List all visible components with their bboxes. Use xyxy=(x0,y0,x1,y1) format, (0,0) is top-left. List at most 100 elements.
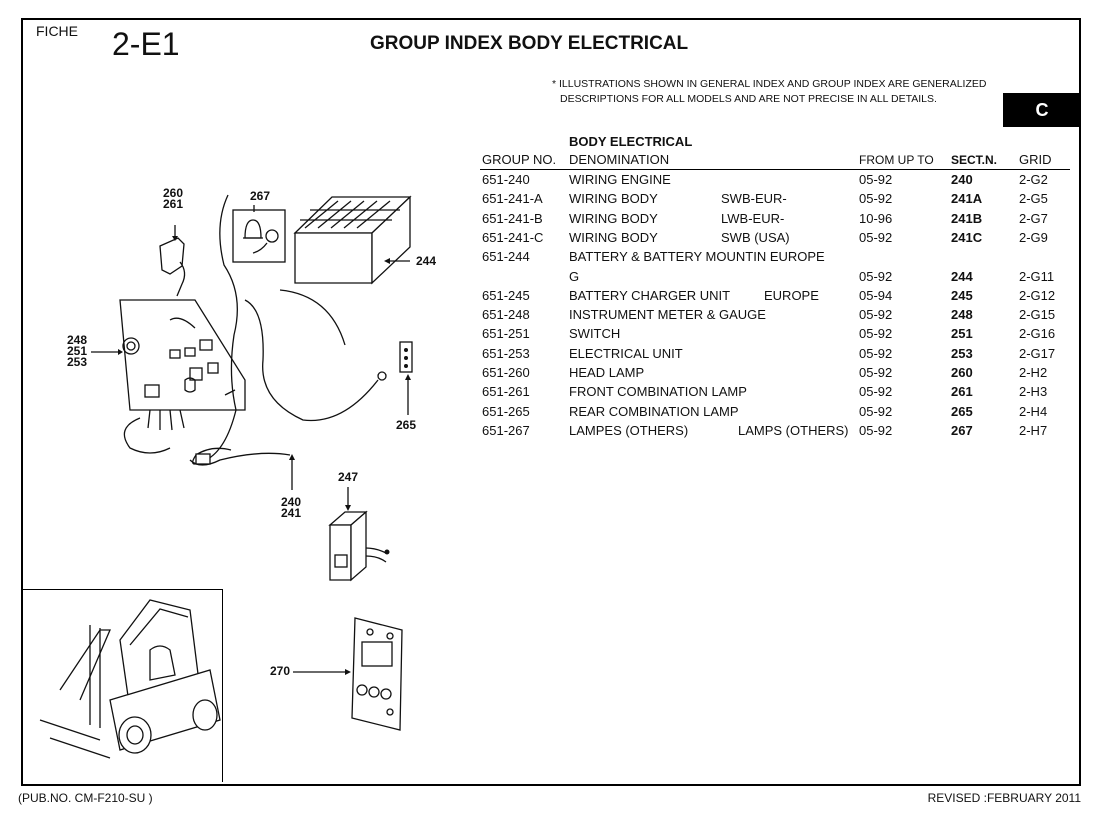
battery-drawing xyxy=(293,195,412,285)
denomination-cell: G xyxy=(569,268,580,284)
group-no-cell: 651-260 xyxy=(482,365,530,380)
denomination-cell: LAMPES (OTHERS) xyxy=(569,422,689,438)
sect-n-cell: 241B xyxy=(951,210,983,226)
variant-cell: LAMPS (OTHERS) xyxy=(738,422,849,438)
table-section-title: BODY ELECTRICAL xyxy=(569,134,693,149)
group-no-cell: 651-240 xyxy=(482,172,530,187)
page-frame xyxy=(21,18,1081,786)
grid-cell: 2-G9 xyxy=(1019,229,1048,245)
sect-n-cell: 265 xyxy=(951,403,973,419)
head-lamp-drawing xyxy=(159,225,186,297)
section-letter-badge: C xyxy=(1003,93,1081,127)
page-title: GROUP INDEX BODY ELECTRICAL xyxy=(370,33,689,54)
label-270: 270 xyxy=(270,664,291,678)
label-267: 267 xyxy=(250,189,271,203)
grid-cell: 2-H2 xyxy=(1019,365,1048,380)
grid-cell: 2-G7 xyxy=(1019,210,1048,226)
variant-cell: SWB (USA) xyxy=(721,229,790,245)
sect-n-cell: 245 xyxy=(951,287,973,303)
col-header-from-up-to: FROM UP TO xyxy=(859,153,934,167)
header-divider xyxy=(480,169,1070,170)
fiche-code: 2-E1 xyxy=(112,26,180,62)
from-up-to-cell: 05-92 xyxy=(859,191,893,207)
grid-cell: 2-G12 xyxy=(1019,287,1056,303)
col-header-sect-n: SECT.N. xyxy=(951,153,998,167)
label-265: 265 xyxy=(396,418,417,432)
note-line-1: * ILLUSTRATIONS SHOWN IN GENERAL INDEX A… xyxy=(552,78,987,90)
from-up-to-cell: 05-92 xyxy=(859,307,893,323)
grid-cell: 2-G17 xyxy=(1019,345,1056,361)
grid-cell: 2-H7 xyxy=(1019,422,1048,438)
from-up-to-cell: 05-92 xyxy=(859,326,893,342)
from-up-to-cell: 05-92 xyxy=(859,345,893,361)
col-header-grid: GRID xyxy=(1019,152,1052,167)
col-header-denomination: DENOMINATION xyxy=(569,152,670,167)
instrument-panel-drawing xyxy=(91,299,246,454)
variant-cell: SWB-EUR- xyxy=(721,191,787,207)
denomination-cell: HEAD LAMP xyxy=(569,365,645,380)
from-up-to-cell: 05-92 xyxy=(859,384,893,400)
from-up-to-cell: 05-92 xyxy=(859,229,893,245)
grid-cell: 2-H3 xyxy=(1019,384,1048,400)
group-no-cell: 651-241-C xyxy=(482,229,544,245)
label-244: 244 xyxy=(416,254,437,268)
sect-n-cell: 251 xyxy=(951,326,973,342)
lamps-others-drawing xyxy=(232,205,286,263)
rear-lamp-drawing xyxy=(399,341,413,415)
denomination-cell: BATTERY & BATTERY MOUNTIN EUROPE xyxy=(569,249,825,265)
forklift-illustration xyxy=(39,599,221,759)
group-no-cell: 651-267 xyxy=(482,422,530,438)
denomination-cell: FRONT COMBINATION LAMP xyxy=(569,384,747,400)
denomination-cell: INSTRUMENT METER & GAUGE xyxy=(569,307,766,323)
fiche-label: FICHE xyxy=(36,23,78,39)
from-up-to-cell: 05-92 xyxy=(859,403,893,419)
sect-n-cell: 244 xyxy=(951,268,973,284)
group-no-cell: 651-251 xyxy=(482,326,530,342)
denomination-cell: WIRING BODY xyxy=(569,191,658,207)
denomination-cell: SWITCH xyxy=(569,326,621,342)
sect-n-cell: 241C xyxy=(951,229,983,245)
label-247: 247 xyxy=(338,470,359,484)
wiring-harness-drawing xyxy=(189,194,387,490)
denomination-cell: REAR COMBINATION LAMP xyxy=(569,403,739,419)
sect-n-cell: 240 xyxy=(951,172,973,187)
from-up-to-cell: 05-92 xyxy=(859,172,893,187)
group-no-cell: 651-241-B xyxy=(482,210,543,226)
group-no-cell: 651-253 xyxy=(482,345,530,361)
denomination-cell: BATTERY CHARGER UNIT xyxy=(569,287,731,303)
publication-number: (PUB.NO. CM-F210-SU ) xyxy=(18,791,153,805)
variant-cell: EUROPE xyxy=(764,287,819,303)
sect-n-cell: 253 xyxy=(951,345,973,361)
table-row: 651-261 FRONT COMBINATION LAMP 05-92 261 2-H… xyxy=(0,384,1100,403)
denomination-cell: ELECTRICAL UNIT xyxy=(569,345,683,361)
table-row: 651-253 ELECTRICAL UNIT 05-92 253 2-G17 xyxy=(0,346,1100,365)
group-no-cell: 651-261 xyxy=(482,384,530,400)
denomination-cell: WIRING BODY xyxy=(569,210,658,226)
group-no-cell: 651-241-A xyxy=(482,191,543,207)
sect-n-cell: 248 xyxy=(951,307,973,323)
sect-n-cell: 267 xyxy=(951,422,973,438)
sect-n-cell: 241A xyxy=(951,191,983,207)
mounting-plate-drawing xyxy=(293,617,403,731)
sect-n-cell: 261 xyxy=(951,384,973,400)
illustration-note: * ILLUSTRATIONS SHOWN IN GENERAL INDEX A… xyxy=(552,77,986,107)
group-no-cell: 651-245 xyxy=(482,287,530,303)
from-up-to-cell: 05-94 xyxy=(859,287,893,303)
revision-date: REVISED :FEBRUARY 2011 xyxy=(927,791,1081,805)
forklift-inset-frame xyxy=(23,589,223,782)
sect-n-cell: 260 xyxy=(951,365,973,380)
grid-cell: 2-G2 xyxy=(1019,172,1048,187)
